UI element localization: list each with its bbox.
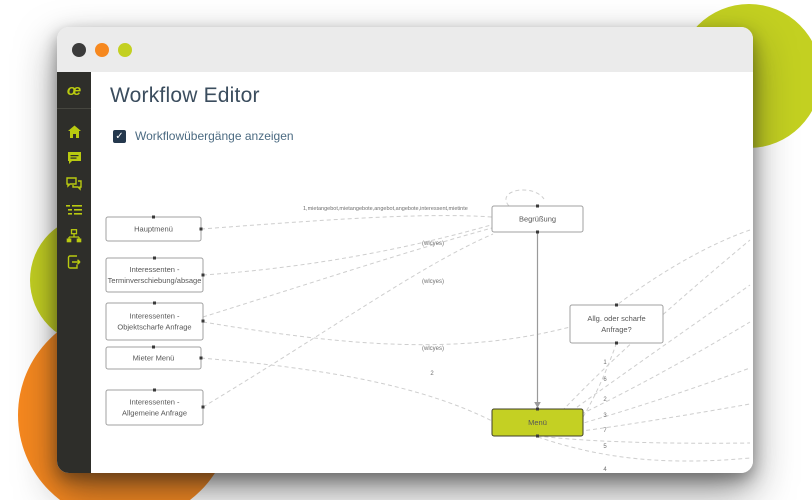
workflow-node-interessenten-terminverschiebung[interactable]: Interessenten -Terminverschiebung/absage — [105, 256, 205, 293]
page-title: Workflow Editor — [110, 84, 260, 107]
edge-label: (wlcyes) — [422, 346, 444, 352]
node-label: Mieter Menü — [133, 354, 175, 363]
connection-port[interactable] — [152, 215, 155, 219]
main-content: Workflow Editor ✓ Workflowübergänge anze… — [91, 72, 753, 473]
sitemap-icon — [66, 229, 82, 243]
edge-label: (wlcyes) — [422, 241, 444, 247]
show-transitions-row: ✓ Workflowübergänge anzeigen — [113, 129, 294, 143]
workflow-canvas[interactable]: 1,mietangebot,mietangebote,angebot,angeb… — [91, 155, 753, 473]
connection-port[interactable] — [153, 256, 156, 260]
window-dot-minimize-icon[interactable] — [95, 42, 109, 57]
node-label: Hauptmenü — [134, 225, 173, 234]
edge-label: (wlcyes) — [422, 279, 444, 285]
transition-number: 2 — [603, 397, 607, 403]
transition-number: 3 — [603, 413, 607, 419]
connection-port[interactable] — [536, 434, 539, 438]
chat-icon — [67, 151, 82, 165]
workflow-node-hauptmenu[interactable]: Hauptmenü — [105, 215, 203, 242]
sidebar-item-logout[interactable] — [57, 249, 91, 275]
connection-port[interactable] — [536, 230, 539, 234]
chats-icon — [66, 177, 82, 191]
connection-port[interactable] — [153, 301, 156, 305]
sidebar: œ — [57, 72, 91, 473]
edge-label: 2 — [430, 371, 434, 377]
connection-port[interactable] — [199, 227, 203, 231]
sidebar-item-chat[interactable] — [57, 145, 91, 171]
connection-port[interactable] — [201, 319, 205, 323]
sidebar-item-conversations[interactable] — [57, 171, 91, 197]
sidebar-item-list[interactable] — [57, 197, 91, 223]
connection-port[interactable] — [199, 356, 203, 360]
transition-number: 4 — [603, 467, 607, 473]
sidebar-item-home[interactable] — [57, 119, 91, 145]
connection-port[interactable] — [153, 388, 156, 392]
workflow-node-interessenten-objektscharf[interactable]: Interessenten -Objektscharfe Anfrage — [105, 301, 205, 341]
workflow-node-interessenten-allgemein[interactable]: Interessenten -Allgemeine Anfrage — [105, 388, 205, 426]
node-label: Begrüßung — [519, 215, 556, 224]
node-label: Interessenten -Objektscharfe Anfrage — [117, 312, 191, 332]
workflow-node-mieter-menu[interactable]: Mieter Menü — [105, 345, 203, 370]
node-label: Interessenten -Allgemeine Anfrage — [122, 398, 187, 418]
connection-port[interactable] — [201, 273, 205, 277]
show-transitions-label: Workflowübergänge anzeigen — [135, 129, 294, 143]
app-logo: œ — [66, 82, 82, 99]
node-label: Menü — [528, 418, 547, 427]
connection-port[interactable] — [536, 407, 539, 411]
home-icon — [67, 125, 82, 139]
keyword-label: 1,mietangebot,mietangebote,angebot,angeb… — [303, 206, 468, 212]
logout-icon — [67, 255, 82, 269]
workflow-node-begruessung[interactable]: Begrüßung — [491, 204, 584, 234]
show-transitions-checkbox[interactable]: ✓ — [113, 129, 126, 143]
node-label: Interessenten -Terminverschiebung/absage — [108, 265, 202, 285]
transition-number: 5 — [603, 444, 607, 450]
window-dot-maximize-icon[interactable] — [118, 42, 132, 57]
workflow-edges — [200, 189, 751, 462]
sidebar-item-workflows[interactable] — [57, 223, 91, 249]
transition-number: 7 — [603, 428, 607, 434]
sidebar-divider — [57, 108, 91, 109]
connection-port[interactable] — [152, 345, 155, 349]
window-dot-close-icon[interactable] — [72, 42, 86, 57]
app-window: œ — [57, 27, 753, 473]
connection-port[interactable] — [536, 204, 539, 208]
edge-labels: 1,mietangebot,mietangebote,angebot,angeb… — [303, 206, 607, 473]
transition-number: 1 — [603, 360, 607, 366]
connection-port[interactable] — [201, 405, 205, 409]
transition-number: 6 — [603, 377, 607, 383]
workflow-node-menu[interactable]: Menü — [491, 407, 584, 438]
connection-port[interactable] — [615, 303, 618, 307]
window-titlebar — [57, 27, 753, 72]
connection-port[interactable] — [615, 341, 618, 345]
list-icon — [66, 204, 82, 216]
